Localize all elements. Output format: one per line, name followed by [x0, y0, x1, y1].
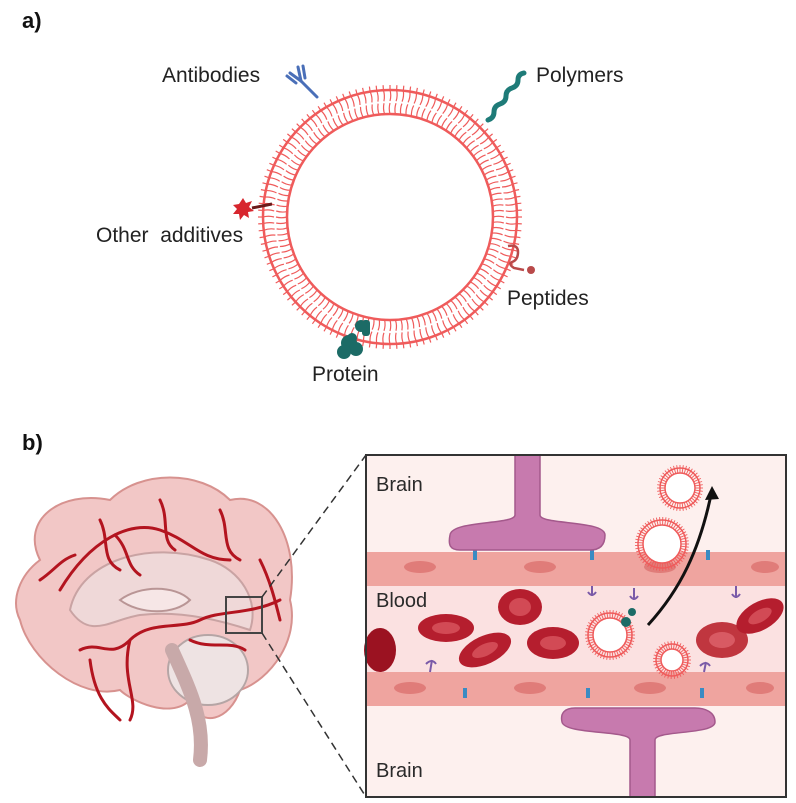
- label-brain-bottom: Brain: [376, 760, 423, 782]
- panel-a-label: a): [22, 8, 42, 33]
- panel-b-label: b): [22, 430, 43, 455]
- receptors: [425, 586, 741, 673]
- peptide-icon: [507, 244, 535, 274]
- zoom-box: [225, 596, 263, 634]
- label-peptides: Peptides: [507, 287, 589, 310]
- zoom-line-bottom: [261, 632, 367, 798]
- liposome: [258, 85, 522, 349]
- label-antibodies: Antibodies: [162, 64, 261, 87]
- label-blood: Blood: [376, 590, 428, 612]
- antibody-icon: [285, 64, 319, 99]
- protein-icon: [337, 320, 370, 359]
- zoom-frame: [365, 454, 787, 798]
- zoom-line-top: [261, 454, 367, 598]
- label-other-additives: Other additives: [96, 224, 244, 247]
- label-brain-top: Brain: [376, 474, 423, 496]
- label-polymers: Polymers: [536, 64, 624, 87]
- polymer-icon: [485, 70, 527, 123]
- astrocyte-foot-top: [448, 454, 606, 551]
- red-blood-cells: [364, 589, 784, 672]
- label-protein: Protein: [312, 363, 379, 386]
- brain-illustration: [15, 476, 293, 767]
- ligand-icon: [621, 608, 636, 627]
- additive-icon: [233, 198, 273, 220]
- arrow-head: [705, 486, 719, 500]
- lipid-bilayer: [258, 85, 522, 349]
- astrocyte-foot-bottom: [560, 707, 716, 798]
- bbb-zoom-view: [364, 454, 787, 798]
- transcytosis-arrow: [646, 489, 714, 627]
